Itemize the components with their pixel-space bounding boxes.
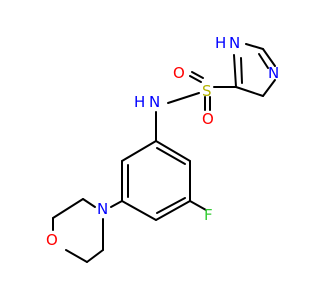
benzene-bond-3	[155, 200, 191, 221]
morpholine-oxygen: O	[46, 231, 58, 249]
bond-s-n	[167, 92, 200, 104]
imidazole-nh-nitrogen: N	[229, 34, 240, 52]
canvas-background	[0, 0, 300, 300]
bond-ch-c	[235, 86, 264, 97]
bond-aryl-n	[110, 200, 123, 208]
bond-c-nh-inner	[240, 57, 243, 84]
morpholine-bond-1	[82, 198, 96, 208]
imidazole-nh-hydrogen: H	[215, 34, 226, 52]
morpholine-bond-4	[65, 249, 88, 263]
bond-ch-n	[262, 48, 276, 67]
morpholine-bond-5	[86, 249, 104, 263]
bond-c-nh	[233, 54, 237, 88]
bond-c-f	[189, 200, 207, 211]
morpholine-bond-2	[52, 198, 84, 219]
morpholine-ring	[52, 198, 123, 263]
bond-s-o-left-a	[189, 75, 202, 83]
fluorine-atom: F	[204, 206, 213, 224]
atom-labels: H N N O S O H N F N O	[46, 34, 279, 249]
imidazole-nitrogen: N	[268, 64, 279, 82]
sulfonamide-group	[167, 71, 237, 111]
amide-hydrogen: H	[134, 93, 145, 111]
amide-nitrogen: N	[149, 93, 160, 111]
benzene-bond-4	[121, 200, 157, 221]
benzene-bond-3-inner	[156, 197, 186, 214]
molecule-structure: H N N O S O H N F N O	[0, 0, 300, 300]
benzene-bond-6	[121, 140, 157, 162]
morpholine-nitrogen: N	[97, 200, 108, 218]
bond-s-o-left-b	[191, 71, 204, 79]
sulfonyl-oxygen-left: O	[173, 64, 185, 82]
imidazole-ring	[233, 43, 276, 97]
sulfonyl-sulfur: S	[202, 82, 212, 100]
benzene-ring	[121, 140, 191, 221]
benzene-bond-1-inner	[156, 147, 186, 165]
bond-ch-n-inner	[258, 53, 269, 69]
bond-n-ch	[262, 79, 276, 97]
bond-nh-ch	[245, 43, 264, 50]
sulfonyl-oxygen-bottom: O	[202, 110, 214, 128]
benzene-bond-1	[155, 140, 191, 162]
